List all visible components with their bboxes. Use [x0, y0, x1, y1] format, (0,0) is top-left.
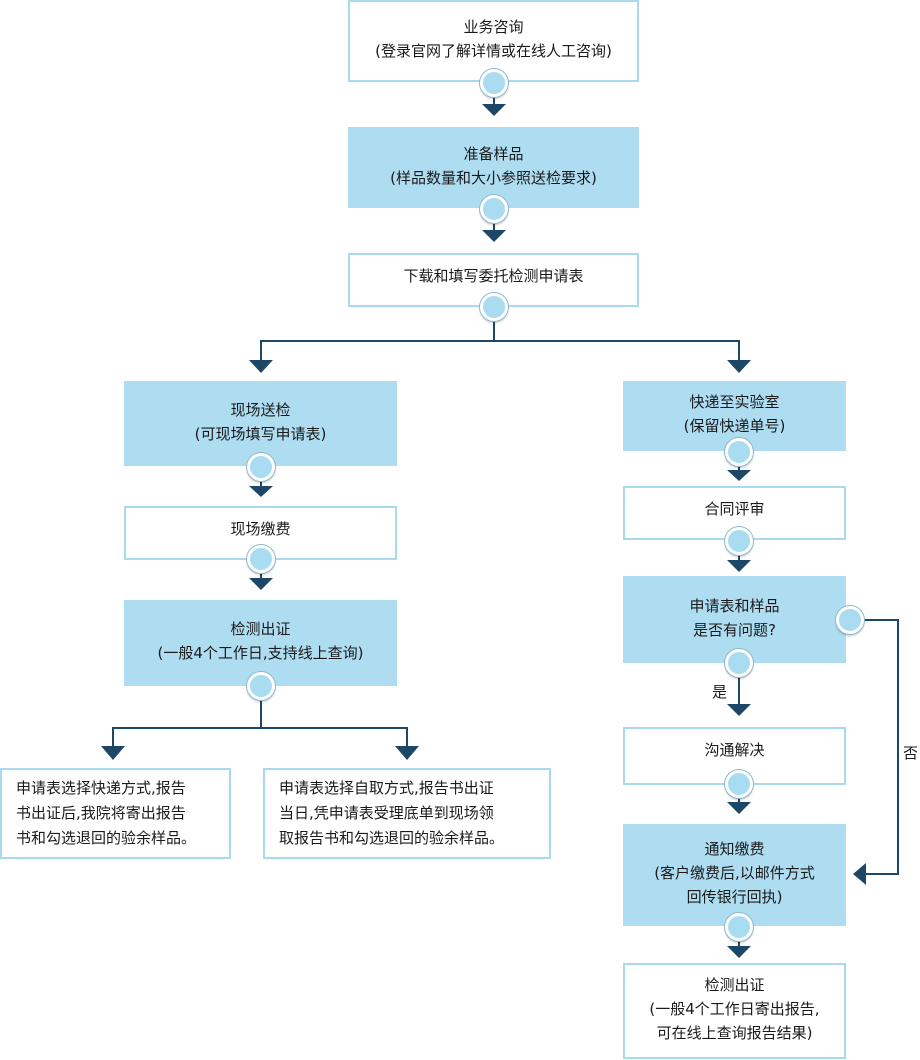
connector-knob	[247, 545, 275, 573]
connector-knob	[725, 770, 753, 798]
connector-knob	[480, 69, 508, 97]
node-prepare-line-2: (样品数量和大小参照送检要求)	[390, 168, 597, 187]
arrowhead	[853, 863, 866, 885]
node-report-right-line-3: 可在线上查询报告结果)	[656, 1024, 813, 1042]
node-notify-pay: 通知缴费 (客户缴费后,以邮件方式 回传银行回执)	[623, 824, 846, 926]
edge-report-split	[112, 700, 408, 746]
note-express: 申请表选择快递方式,报告 书出证后,我院将寄出报告 书和勾选退回的验余样品。	[0, 768, 231, 859]
node-question: 申请表和样品 是否有问题?	[623, 576, 846, 663]
connector-knob	[836, 606, 864, 634]
arrowhead	[727, 704, 751, 716]
connector-knob	[480, 195, 508, 223]
node-report-left-line-1: 检测出证	[230, 620, 291, 638]
note-self-pickup: 申请表选择自取方式,报告书出证 当日,凭申请表受理底单到现场领 取报告书和勾选退…	[263, 768, 551, 859]
node-onsite-line-2: (可现场填写申请表)	[194, 424, 327, 443]
note-express-line-3: 书和勾选退回的验余样品。	[16, 829, 197, 847]
arrowhead	[727, 470, 751, 481]
node-consult-line-2: (登录官网了解详情或在线人工咨询)	[375, 42, 612, 60]
node-resolve-line-1: 沟通解决	[704, 741, 765, 759]
arrowhead	[727, 946, 751, 958]
note-self-pickup-line-3: 取报告书和勾选退回的验余样品。	[279, 829, 505, 847]
node-contract-line-1: 合同评审	[704, 500, 765, 518]
node-consult-line-1: 业务咨询	[463, 18, 524, 36]
node-report-left-line-2: (一般4个工作日,支持线上查询)	[157, 644, 364, 662]
connector-knob	[725, 913, 753, 941]
arrowhead	[249, 360, 273, 373]
arrowhead	[482, 104, 506, 116]
node-prepare-line-1: 准备样品	[463, 144, 524, 163]
node-onsite: 现场送检 (可现场填写申请表)	[124, 381, 397, 466]
node-report-left: 检测出证 (一般4个工作日,支持线上查询)	[124, 600, 397, 686]
node-notify-pay-line-2: (客户缴费后,以邮件方式	[654, 864, 815, 882]
node-report-right: 检测出证 (一般4个工作日寄出报告, 可在线上查询报告结果)	[623, 963, 846, 1059]
arrowhead	[249, 578, 273, 590]
note-express-line-2: 书出证后,我院将寄出报告	[16, 804, 186, 822]
label-yes: 是	[712, 683, 728, 701]
node-question-line-2: 是否有问题?	[693, 620, 776, 639]
arrowhead	[727, 360, 751, 373]
arrowhead	[727, 802, 751, 814]
node-onsite-line-1: 现场送检	[230, 400, 291, 419]
arrowhead	[727, 560, 751, 572]
node-question-line-1: 申请表和样品	[689, 596, 780, 615]
connector-knob	[725, 527, 753, 555]
connector-knob	[480, 293, 508, 321]
edge-download-split	[260, 320, 740, 360]
arrowhead	[101, 746, 125, 760]
connector-knob	[247, 453, 275, 481]
node-report-right-line-1: 检测出证	[704, 976, 765, 994]
arrowhead	[249, 486, 273, 497]
arrowhead	[482, 230, 506, 242]
edge-no-branch	[864, 619, 899, 875]
connector-knob	[247, 672, 275, 700]
node-consult: 业务咨询 (登录官网了解详情或在线人工咨询)	[348, 0, 639, 82]
connector-knob	[725, 649, 753, 677]
node-express-line-2: (保留快递单号)	[683, 417, 786, 435]
node-download-line-1: 下载和填写委托检测申请表	[403, 267, 584, 285]
note-self-pickup-line-2: 当日,凭申请表受理底单到现场领	[279, 804, 494, 822]
node-report-right-line-2: (一般4个工作日寄出报告,	[649, 1000, 820, 1018]
node-prepare: 准备样品 (样品数量和大小参照送检要求)	[348, 127, 639, 208]
connector-knob	[725, 438, 753, 466]
node-onsite-pay-line-1: 现场缴费	[230, 520, 291, 538]
note-express-line-1: 申请表选择快递方式,报告	[16, 779, 186, 797]
note-self-pickup-line-1: 申请表选择自取方式,报告书出证	[279, 779, 494, 797]
label-no: 否	[903, 744, 919, 762]
node-notify-pay-line-3: 回传银行回执)	[686, 888, 783, 906]
arrowhead	[395, 746, 419, 760]
node-express-line-1: 快递至实验室	[689, 393, 780, 411]
node-notify-pay-line-1: 通知缴费	[704, 840, 765, 858]
